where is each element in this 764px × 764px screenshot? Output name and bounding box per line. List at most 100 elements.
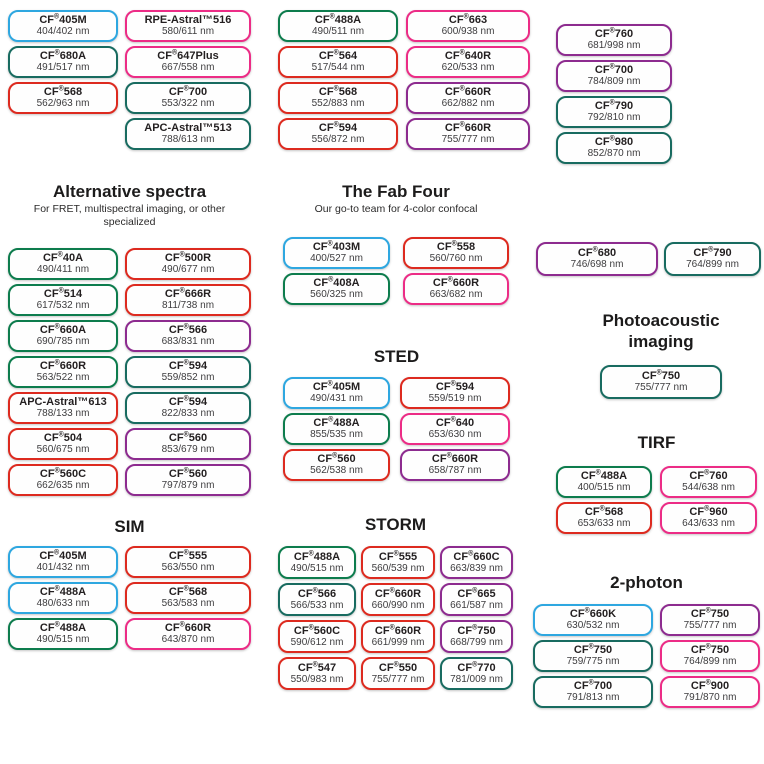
dye-name: CF®564 bbox=[318, 49, 358, 62]
dye-wavelengths: 490/515 nm bbox=[290, 562, 344, 574]
dye-name: APC-Astral™613 bbox=[19, 396, 107, 408]
dye-wavelengths: 559/519 nm bbox=[428, 393, 482, 404]
dye-name: CF®560C bbox=[293, 623, 341, 637]
dye-name: CF®504 bbox=[43, 431, 83, 444]
dye-name: CF®960 bbox=[689, 505, 728, 518]
dye-name: CF®700 bbox=[573, 679, 613, 692]
dye-wavelengths: 662/635 nm bbox=[36, 480, 90, 491]
dye-wavelengths: 480/633 nm bbox=[36, 598, 90, 609]
dye-name: CF®568 bbox=[43, 85, 83, 98]
section-header: SIM bbox=[8, 516, 251, 537]
dye-wavelengths: 491/517 nm bbox=[36, 62, 90, 73]
dye-wavelengths: 550/983 nm bbox=[290, 673, 344, 685]
dye-wavelengths: 764/899 nm bbox=[686, 259, 739, 270]
dye-name: CF®660R bbox=[164, 621, 212, 634]
dye-name: CF®665 bbox=[457, 586, 496, 600]
dye-wavelengths: 617/532 nm bbox=[36, 300, 90, 311]
dye-wavelengths: 401/432 nm bbox=[36, 562, 90, 573]
section-title: Alternative spectra bbox=[52, 182, 207, 201]
dye-wavelengths: 580/611 nm bbox=[161, 26, 215, 37]
dye-wavelengths: 490/515 nm bbox=[36, 634, 90, 645]
dye-name: CF®640R bbox=[444, 49, 492, 62]
dye-wavelengths: 781/009 nm bbox=[450, 673, 503, 685]
dye-name: CF®566 bbox=[168, 323, 208, 336]
section-subtitle: Our go-to team for 4-color confocal bbox=[314, 203, 478, 215]
dye-wavelengths: 658/787 nm bbox=[428, 465, 482, 476]
dye-name: CF®750 bbox=[457, 623, 496, 637]
dye-wavelengths: 620/533 nm bbox=[441, 62, 495, 73]
dye-wavelengths: 490/431 nm bbox=[310, 393, 363, 404]
dye-wavelengths: 563/522 nm bbox=[36, 372, 90, 383]
dye-wavelengths: 560/325 nm bbox=[310, 289, 363, 300]
dye-wavelengths: 400/515 nm bbox=[577, 482, 631, 493]
dye-name: CF®680A bbox=[39, 49, 87, 62]
dye-name: CF®594 bbox=[318, 121, 358, 134]
section-header: 2-photon bbox=[533, 572, 760, 593]
dye-wavelengths: 490/677 nm bbox=[161, 264, 215, 275]
dye-wavelengths: 556/872 nm bbox=[311, 134, 365, 145]
dye-name: CF®660R bbox=[444, 121, 492, 134]
dye-wavelengths: 517/544 nm bbox=[311, 62, 365, 73]
dye-name: CF®660A bbox=[39, 323, 87, 336]
section-title: 2-photon bbox=[610, 573, 683, 592]
dye-name: CF®555 bbox=[168, 549, 208, 562]
dye-name: CF®660R bbox=[444, 85, 492, 98]
dye-name: CF®760 bbox=[689, 469, 728, 482]
dye-name: CF®514 bbox=[43, 287, 83, 300]
dye-wavelengths: 643/870 nm bbox=[161, 634, 215, 645]
section-title: STED bbox=[373, 347, 420, 366]
dye-wavelengths: 562/538 nm bbox=[310, 465, 363, 476]
dye-name: CF®760 bbox=[594, 27, 634, 40]
dye-name: CF®663 bbox=[448, 13, 488, 26]
section-header: STED bbox=[283, 346, 510, 367]
dye-name: CF®666R bbox=[164, 287, 212, 300]
dye-name: CF®568 bbox=[168, 585, 208, 598]
dye-name: CF®488A bbox=[39, 621, 87, 634]
dye-name: CF®405M bbox=[312, 380, 361, 393]
section-header: STORM bbox=[278, 514, 513, 535]
dye-wavelengths: 560/760 nm bbox=[429, 253, 483, 264]
dye-wavelengths: 792/810 nm bbox=[587, 112, 641, 123]
dye-wavelengths: 552/883 nm bbox=[311, 98, 365, 109]
section-title: TIRF bbox=[637, 433, 676, 452]
